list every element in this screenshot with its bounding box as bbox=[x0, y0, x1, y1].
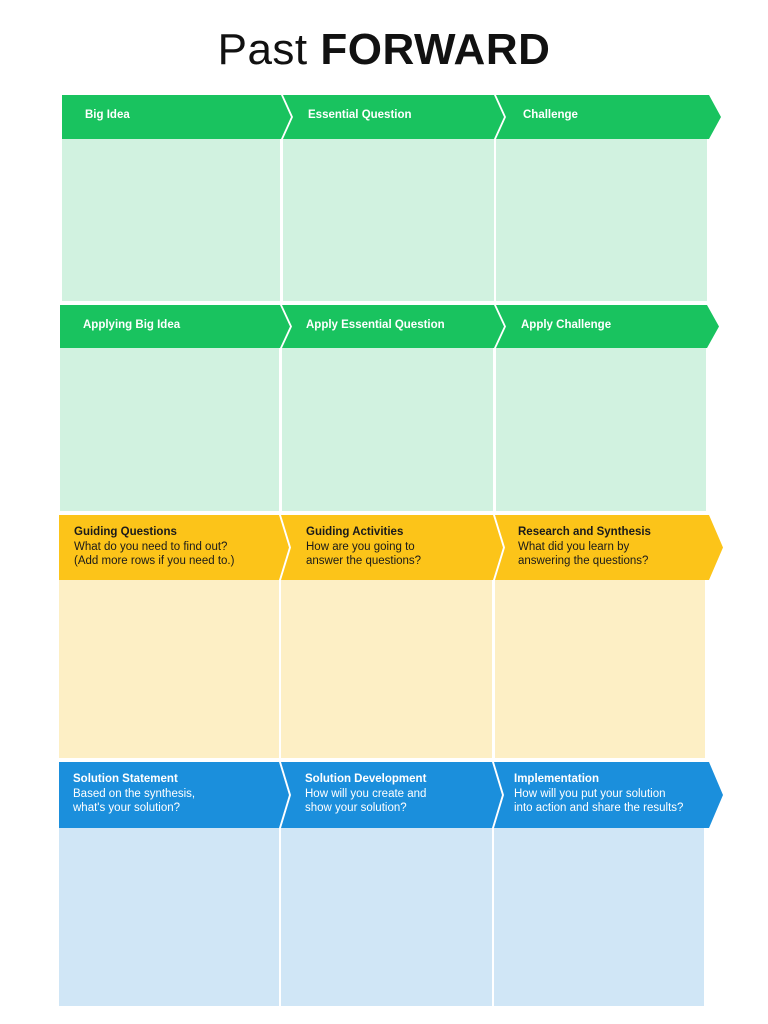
header-arrow-1 bbox=[60, 305, 290, 348]
section-row-apply: Applying Big Idea Apply Essential Questi… bbox=[0, 305, 768, 511]
header-arrow-3 bbox=[496, 95, 721, 139]
header-label: Guiding Activities bbox=[306, 526, 404, 538]
header-applying-big-idea: Applying Big Idea bbox=[83, 318, 273, 333]
header-arrow-band bbox=[59, 515, 723, 580]
header-solution-statement: Solution Statement Based on the synthesi… bbox=[73, 772, 278, 816]
header-essential-question: Essential Question bbox=[308, 108, 493, 123]
header-arrow-band bbox=[59, 762, 723, 828]
header-arrow-band bbox=[62, 95, 721, 139]
section-row-big-idea: Big Idea Essential Question Challenge bbox=[0, 95, 768, 301]
input-box-solution-development[interactable] bbox=[281, 828, 492, 1006]
header-label: Challenge bbox=[523, 109, 578, 121]
header-arrow-1 bbox=[59, 762, 289, 828]
header-apply-essential-question: Apply Essential Question bbox=[306, 318, 491, 333]
header-arrow-3 bbox=[495, 515, 723, 580]
header-label: Solution Statement bbox=[73, 773, 178, 785]
title-light: Past bbox=[217, 25, 308, 74]
input-box-applying-big-idea[interactable] bbox=[60, 348, 279, 511]
input-box-apply-challenge[interactable] bbox=[496, 348, 706, 511]
header-description: What do you need to find out? (Add more … bbox=[74, 540, 235, 568]
header-label: Research and Synthesis bbox=[518, 526, 651, 538]
header-solution-development: Solution Development How will you create… bbox=[305, 772, 490, 816]
header-apply-challenge: Apply Challenge bbox=[521, 318, 706, 333]
section-row-guiding: Guiding Questions What do you need to fi… bbox=[0, 515, 768, 758]
header-challenge: Challenge bbox=[523, 108, 708, 123]
header-guiding-questions: Guiding Questions What do you need to fi… bbox=[74, 525, 279, 569]
header-label: Solution Development bbox=[305, 773, 427, 785]
header-arrow-1 bbox=[59, 515, 289, 580]
header-arrow-1 bbox=[62, 95, 291, 139]
header-label: Apply Essential Question bbox=[306, 319, 445, 331]
header-big-idea: Big Idea bbox=[85, 108, 275, 123]
input-box-implementation[interactable] bbox=[494, 828, 704, 1006]
input-box-research-synthesis[interactable] bbox=[495, 580, 705, 758]
header-implementation: Implementation How will you put your sol… bbox=[514, 772, 719, 816]
input-box-essential-question[interactable] bbox=[283, 139, 494, 301]
header-label: Apply Challenge bbox=[521, 319, 612, 331]
input-box-solution-statement[interactable] bbox=[59, 828, 279, 1006]
header-arrow-2 bbox=[281, 515, 503, 580]
header-arrow-2 bbox=[282, 305, 504, 348]
header-label: Big Idea bbox=[85, 109, 130, 121]
header-guiding-activities: Guiding Activities How are you going to … bbox=[306, 525, 491, 569]
header-label: Applying Big Idea bbox=[83, 319, 181, 331]
header-description: Based on the synthesis, what's your solu… bbox=[73, 787, 196, 815]
input-box-guiding-questions[interactable] bbox=[59, 580, 279, 758]
header-arrow-2 bbox=[281, 762, 502, 828]
page-title: Past FORWARD bbox=[0, 22, 768, 78]
input-box-challenge[interactable] bbox=[496, 139, 707, 301]
section-row-solution: Solution Statement Based on the synthesi… bbox=[0, 762, 768, 1006]
header-description: What did you learn by answering the ques… bbox=[518, 540, 649, 568]
title-bold: FORWARD bbox=[320, 25, 551, 74]
header-label: Implementation bbox=[514, 773, 599, 785]
input-box-big-idea[interactable] bbox=[62, 139, 280, 301]
header-label: Essential Question bbox=[308, 109, 412, 121]
header-arrow-3 bbox=[494, 762, 723, 828]
header-research-synthesis: Research and Synthesis What did you lear… bbox=[518, 525, 713, 569]
header-arrow-band bbox=[60, 305, 719, 348]
header-arrow-3 bbox=[496, 305, 719, 348]
header-description: How will you create and show your soluti… bbox=[305, 787, 427, 815]
input-box-apply-essential-question[interactable] bbox=[282, 348, 493, 511]
header-description: How are you going to answer the question… bbox=[306, 540, 422, 568]
input-box-guiding-activities[interactable] bbox=[281, 580, 492, 758]
header-arrow-2 bbox=[283, 95, 504, 139]
header-label: Guiding Questions bbox=[74, 526, 177, 538]
header-description: How will you put your solution into acti… bbox=[514, 787, 684, 815]
